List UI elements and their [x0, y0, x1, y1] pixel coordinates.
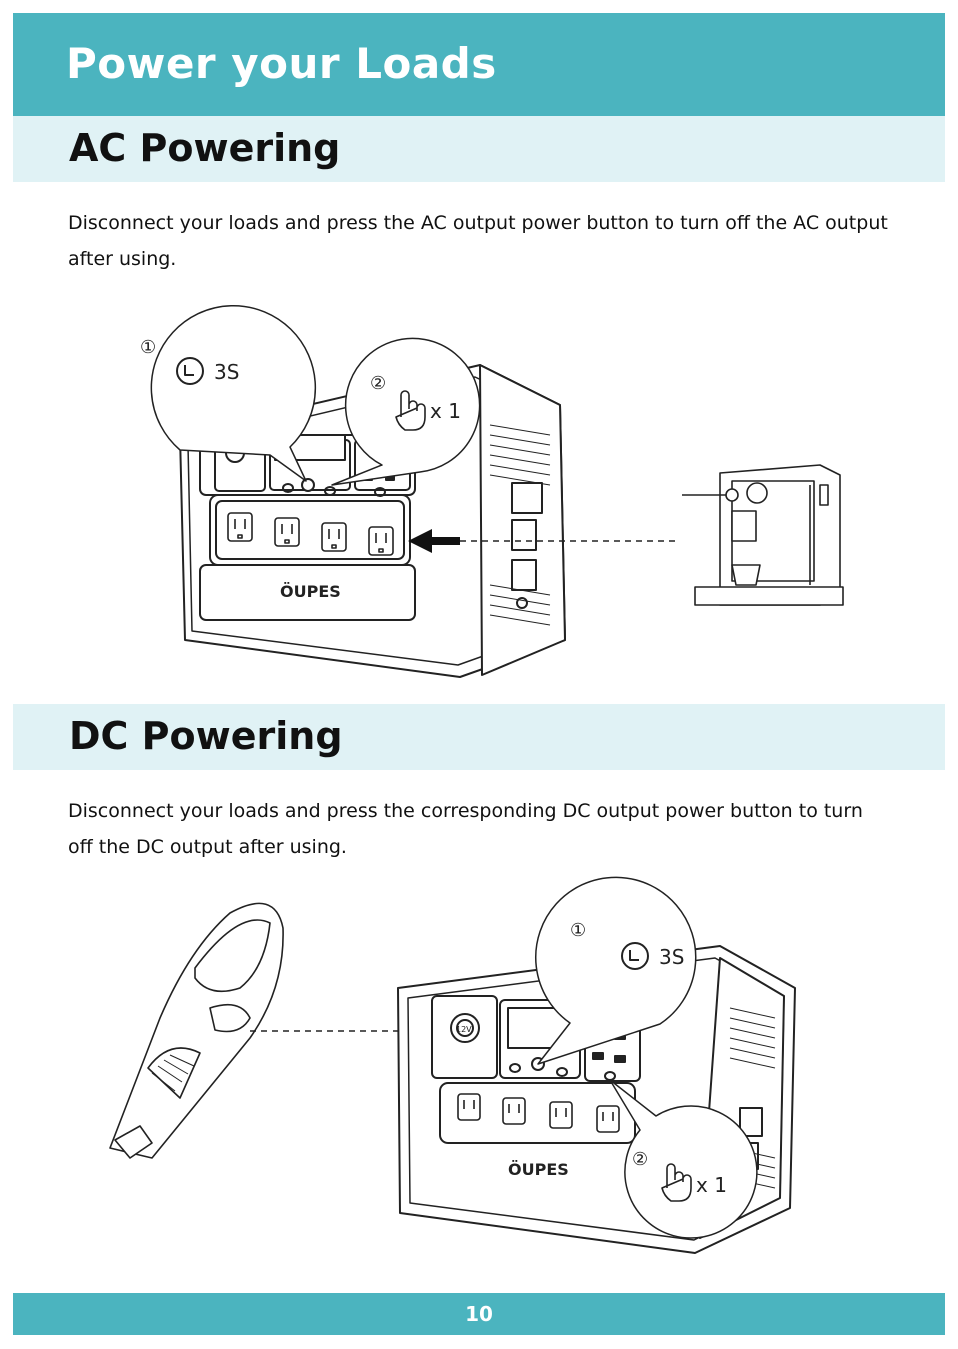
page-title-bar: Power your Loads — [13, 13, 945, 116]
dc-illustration: 12V — [100, 868, 810, 1258]
dc-step2-label: x 1 — [696, 1173, 727, 1197]
page-number: 10 — [13, 1302, 945, 1326]
dc-step2-number: ② — [632, 1149, 648, 1170]
dc-instructions: Disconnect your loads and press the corr… — [68, 793, 888, 865]
ac-heading: AC Powering — [69, 126, 340, 170]
dc-heading: DC Powering — [69, 714, 343, 758]
dc-step1-label: 3S — [659, 945, 684, 969]
coffee-machine-illustration — [682, 465, 843, 605]
page-footer: 10 — [13, 1293, 945, 1335]
ac-instructions: Disconnect your loads and press the AC o… — [68, 205, 888, 277]
ac-step1-label: 3S — [214, 360, 239, 384]
dc-section-header: DC Powering — [13, 704, 945, 770]
ac-illustration: ÖUPES ① 3S ② x 1 — [120, 285, 850, 680]
handheld-vacuum-illustration — [110, 903, 283, 1158]
dc-port-label: 12V — [456, 1025, 472, 1034]
ac-step2-label: x 1 — [430, 399, 461, 423]
ac-step2-number: ② — [370, 373, 386, 394]
dc-step1-number: ① — [570, 920, 586, 941]
ac-brand-logo: ÖUPES — [280, 582, 341, 601]
page-title: Power your Loads — [66, 39, 497, 88]
ac-section-header: AC Powering — [13, 116, 945, 182]
ac-step1-number: ① — [140, 337, 156, 358]
dc-brand-logo: ÖUPES — [508, 1160, 569, 1179]
